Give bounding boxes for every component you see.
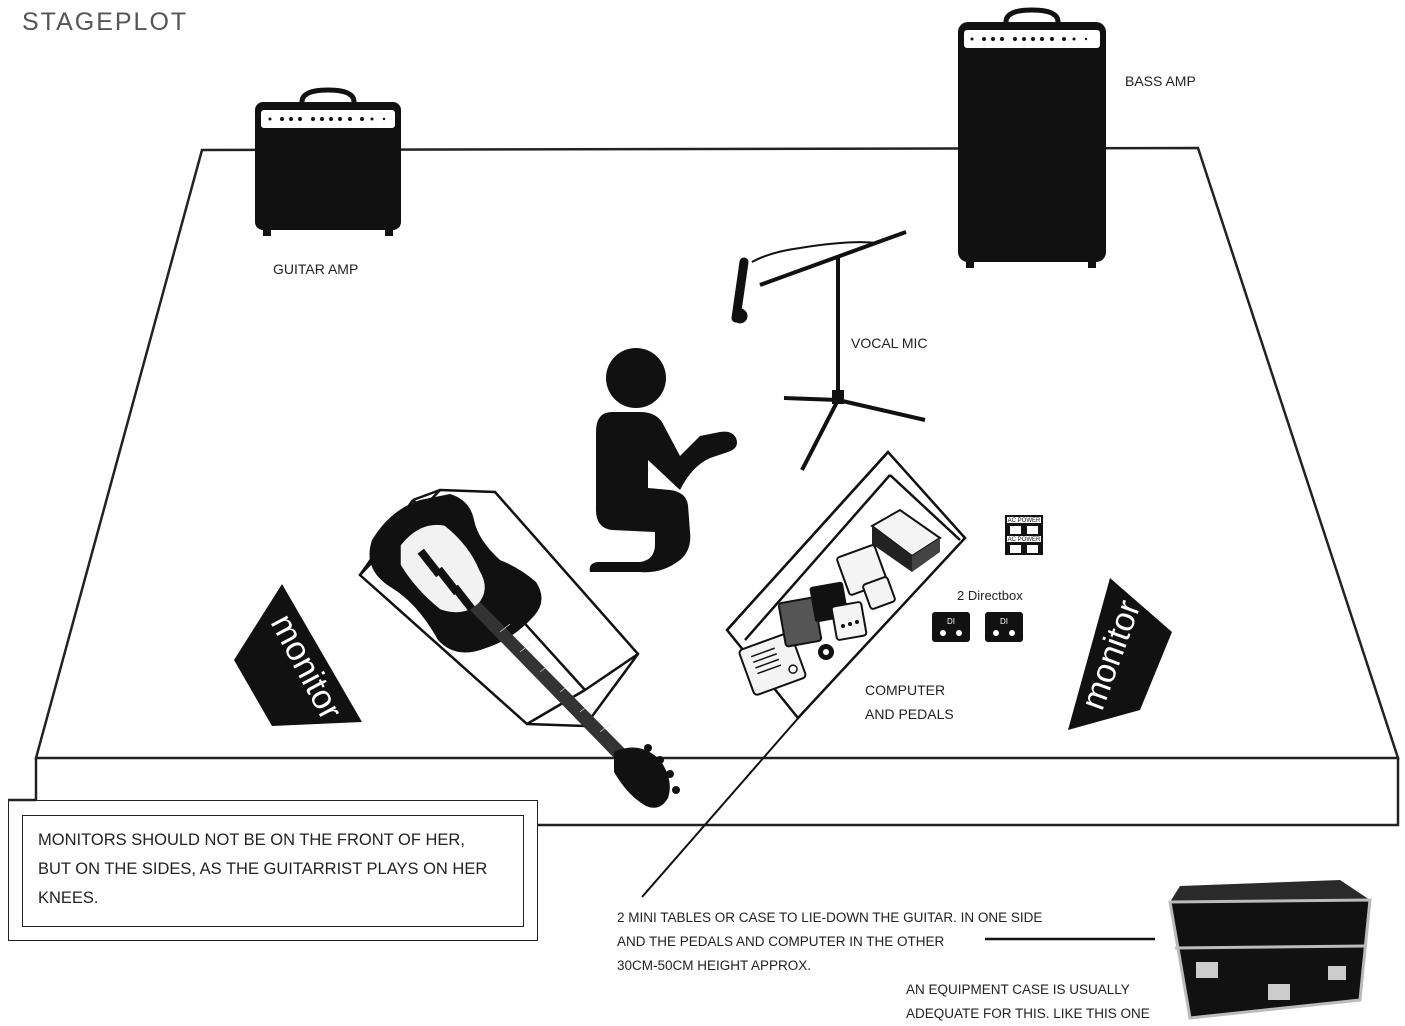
case-note-line-5: ADEQUATE FOR THIS. LIKE THIS ONE [906, 1002, 1150, 1026]
guitar-amp-label: GUITAR AMP [273, 261, 358, 277]
di-label-1: DI [947, 617, 955, 626]
ac-power-label-2: AC POWER [1008, 537, 1041, 543]
ac-power-icon: AC POWER AC POWER [1005, 515, 1043, 555]
computer-label-line1: COMPUTER [865, 682, 945, 698]
case-note-line-3: 30CM-50CM HEIGHT APPROX. [617, 954, 1042, 978]
note-line-1: MONITORS SHOULD NOT BE ON THE FRONT OF H… [38, 826, 518, 855]
laptop-icon [872, 510, 940, 572]
stage-platform [8, 148, 1398, 825]
note-line-2: BUT ON THE SIDES, AS THE GUITARRIST PLAY… [38, 855, 518, 884]
flight-case-icon [1170, 880, 1370, 1018]
directbox-icon: DI DI [932, 612, 1023, 642]
case-note-line-1: 2 MINI TABLES OR CASE TO LIE-DOWN THE GU… [617, 906, 1042, 930]
note-line-3: KNEES. [38, 884, 518, 913]
kneeling-person-icon [590, 348, 737, 572]
mic-stand-icon [733, 232, 925, 470]
bass-amp-label: BASS AMP [1125, 73, 1196, 89]
ac-power-label-1: AC POWER [1008, 518, 1041, 524]
guitar-amp-icon [255, 90, 401, 236]
case-note: 2 MINI TABLES OR CASE TO LIE-DOWN THE GU… [617, 906, 1042, 978]
electric-guitar-icon [370, 494, 681, 808]
monitor-wedge-left: monitor [234, 584, 362, 726]
monitor-wedge-right: monitor [1068, 578, 1172, 730]
computer-label-line2: AND PEDALS [865, 706, 954, 722]
case-note-extra: AN EQUIPMENT CASE IS USUALLY ADEQUATE FO… [906, 978, 1150, 1026]
case-note-line-4: AN EQUIPMENT CASE IS USUALLY [906, 978, 1150, 1002]
case-note-line-2: AND THE PEDALS AND COMPUTER IN THE OTHER [617, 930, 1042, 954]
directbox-label: 2 Directbox [957, 588, 1023, 603]
case-pointer-line [642, 716, 800, 897]
bass-amp-icon [958, 10, 1106, 268]
monitor-note: MONITORS SHOULD NOT BE ON THE FRONT OF H… [38, 826, 518, 913]
di-label-2: DI [1000, 617, 1008, 626]
vocal-mic-label: VOCAL MIC [851, 335, 928, 351]
